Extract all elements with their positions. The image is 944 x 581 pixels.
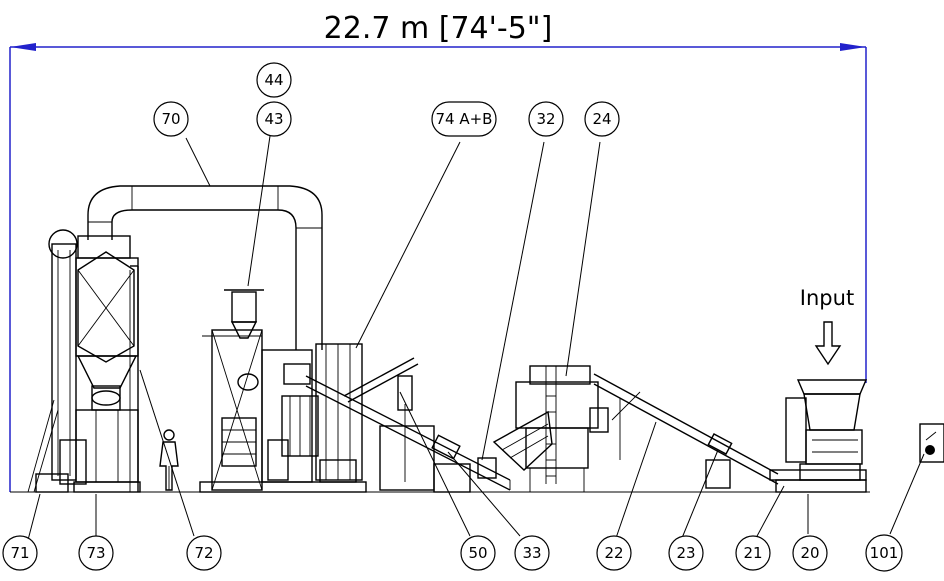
control-box-101: [919, 423, 944, 463]
conveyor-50: [343, 357, 435, 491]
svg-text:43: 43: [264, 110, 283, 128]
callout-33: 33: [514, 535, 550, 571]
callout-23: 23: [668, 535, 704, 571]
svg-text:101: 101: [870, 544, 899, 562]
left-arrow-icon: [10, 43, 36, 51]
person-figure: [159, 429, 179, 491]
callout-32: 32: [528, 101, 564, 137]
callout-21: 21: [735, 535, 771, 571]
svg-text:21: 21: [743, 544, 762, 562]
conveyor-74: [305, 375, 511, 493]
callout-70: 70: [153, 101, 189, 137]
callout-22: 22: [596, 535, 632, 571]
svg-text:44: 44: [264, 71, 283, 89]
svg-text:33: 33: [522, 544, 541, 562]
central-equipment: [199, 289, 367, 493]
svg-text:24: 24: [592, 110, 611, 128]
callout-72: 72: [186, 535, 222, 571]
dimension-label: 22.7 m [74'-5"]: [324, 11, 553, 46]
down-arrow-icon: [814, 321, 842, 366]
svg-text:70: 70: [161, 110, 180, 128]
svg-text:23: 23: [676, 544, 695, 562]
overall-dimension: 22.7 m [74'-5"]: [9, 11, 867, 492]
svg-text:71: 71: [10, 544, 29, 562]
svg-text:32: 32: [536, 110, 555, 128]
callout-20: 20: [792, 535, 828, 571]
callout-73: 73: [78, 535, 114, 571]
conveyor-22: [593, 373, 779, 489]
svg-text:72: 72: [194, 544, 213, 562]
right-arrow-icon: [840, 43, 866, 51]
input-label: Input: [800, 286, 854, 310]
svg-text:50: 50: [468, 544, 487, 562]
callout-43: 43: [256, 101, 292, 137]
callout-24: 24: [584, 101, 620, 137]
callout-74: 74 A+B: [431, 101, 497, 137]
input-indicator: Input: [800, 286, 854, 366]
callout-71: 71: [2, 535, 38, 571]
filter-unit: [27, 229, 141, 493]
svg-text:73: 73: [86, 544, 105, 562]
leader-lines: [27, 135, 925, 541]
callout-101: 101: [865, 534, 903, 572]
svg-text:74 A+B: 74 A+B: [436, 110, 493, 128]
duct-70: [87, 185, 323, 350]
svg-text:22: 22: [604, 544, 623, 562]
callout-44: 44: [256, 62, 292, 98]
svg-text:20: 20: [800, 544, 819, 562]
callout-50: 50: [460, 535, 496, 571]
shredder-24: [515, 365, 609, 492]
shredder-20: [769, 379, 868, 493]
